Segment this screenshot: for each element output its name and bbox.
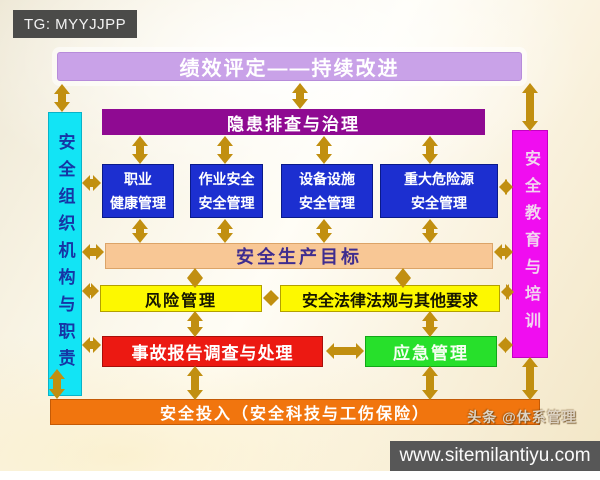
arrow-accident-investment [187,366,203,400]
major-hazard-box: 重大危险源 安全管理 [380,164,498,218]
arrow-blue1-target [132,219,148,243]
site-url-bar: www.sitemilantiyu.com [390,441,600,471]
safety-production-target-box: 安全生产目标 [105,243,493,269]
equipment-safety-box: 设备设施 安全管理 [281,164,373,218]
accident-report-box: 事故报告调查与处理 [102,336,323,367]
arrow-leftbar-accident [82,337,101,353]
arrow-emergency-investment [422,366,438,400]
box-line-2: 安全管理 [198,195,255,211]
arrow-law-rightbar [501,284,514,300]
arrow-banner-leftbar [54,84,70,112]
arrow-hazard-blue2 [217,136,233,164]
arrow-emergency-rightbar [498,337,513,353]
arrow-target-law [395,268,411,288]
box-line-1: 作业安全 [198,171,255,187]
education-training-sidebar: 安全教育与培训 [512,130,548,358]
arrow-blue3-target [316,219,332,243]
arrow-leftbar-risk [82,283,99,299]
arrow-hazard-blue3 [316,136,332,164]
safety-investment-box: 安全投入（安全科技与工伤保险） [50,399,540,425]
arrow-accident-emergency [326,343,364,359]
box-line-1: 重大危险源 [404,171,474,187]
arrow-blue4-rightbar [499,179,513,195]
box-line-2: 安全管理 [411,195,467,211]
arrow-risk-law [263,290,279,306]
arrow-leftbar-target [82,244,104,260]
organization-duty-sidebar: 安全组织机构与职责 [48,112,82,396]
tg-watermark: TG: MYYJJPP [13,10,137,38]
box-line-2: 健康管理 [110,195,166,211]
occupational-health-box: 职业 健康管理 [102,164,174,218]
performance-evaluation-box: 绩效评定——持续改进 [57,52,522,81]
credit-watermark: 头条 @体系管理 [467,409,577,425]
arrow-rightbar-investment [522,357,538,400]
arrow-target-risk [187,268,203,288]
arrow-leftbar-blue1 [82,175,101,191]
arrow-law-emergency [422,311,438,337]
arrow-blue4-target [422,219,438,243]
work-safety-box: 作业安全 安全管理 [190,164,263,218]
box-line-1: 设备设施 [299,171,355,187]
arrow-risk-accident [187,311,203,337]
arrow-banner-hazard [292,83,308,109]
risk-management-box: 风险管理 [100,285,262,312]
arrow-leftbar-investment [49,369,65,399]
arrow-hazard-blue4 [422,136,438,164]
emergency-management-box: 应急管理 [365,336,497,367]
laws-regulations-box: 安全法律法规与其他要求 [280,285,500,312]
box-line-1: 职业 [124,171,152,187]
arrow-target-rightbar [494,244,513,260]
arrow-hazard-blue1 [132,136,148,164]
arrow-banner-rightbar [522,83,538,131]
arrow-blue2-target [217,219,233,243]
hazard-investigation-box: 隐患排查与治理 [102,109,485,135]
bottom-margin [0,471,600,480]
box-line-2: 安全管理 [299,195,355,211]
